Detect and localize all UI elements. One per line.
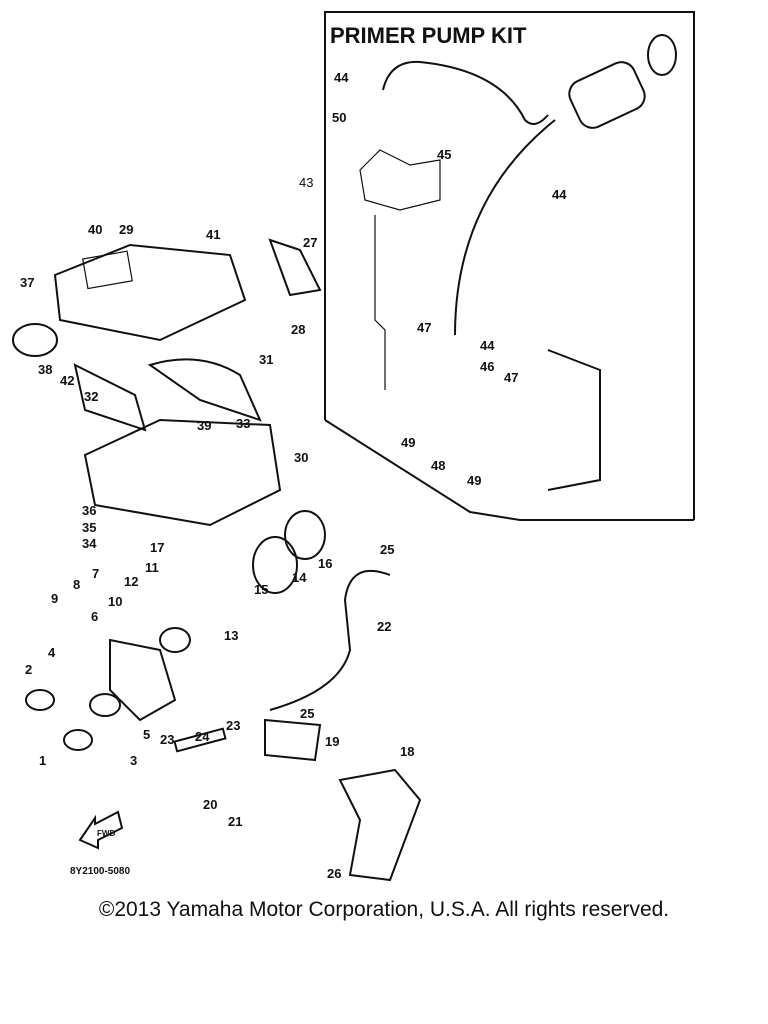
callout: 15 [254, 582, 268, 597]
callout: 49 [467, 473, 481, 488]
callout: 16 [318, 556, 332, 571]
callout: 44 [334, 70, 349, 85]
kit-box-outline [324, 11, 695, 520]
callout: 29 [119, 222, 133, 237]
callout: 19 [325, 734, 339, 749]
callout: 11 [145, 560, 159, 575]
callout: 25 [300, 706, 314, 721]
kit-box-bottom [324, 419, 694, 521]
callout: 23 [160, 732, 174, 747]
callout: 42 [60, 373, 74, 388]
callout: 48 [431, 458, 445, 473]
callout: 46 [480, 359, 494, 374]
callout: 2 [25, 662, 32, 677]
callout: 3 [130, 753, 137, 768]
primer-pump [359, 34, 677, 390]
callout: 22 [377, 619, 391, 634]
callout: 47 [504, 370, 518, 385]
callout: 8 [73, 577, 80, 592]
kit-box-notch [547, 349, 601, 491]
callout: 4 [48, 645, 56, 660]
callout: 43 [299, 175, 313, 190]
callout: 27 [303, 235, 317, 250]
callout: 7 [92, 566, 99, 581]
callout: 1 [39, 753, 46, 768]
callout: 33 [236, 416, 250, 431]
callout: 38 [38, 362, 52, 377]
callout: 32 [84, 389, 98, 404]
callout: 50 [332, 110, 346, 125]
callout: 21 [228, 814, 242, 829]
callout-labels: 44 50 45 44 43 47 44 46 47 49 48 49 40 2… [20, 70, 567, 881]
callout: 35 [82, 520, 96, 535]
callout: 12 [124, 574, 138, 589]
callout: 28 [291, 322, 305, 337]
callout: 39 [197, 418, 211, 433]
callout: 30 [294, 450, 308, 465]
callout: 17 [150, 540, 164, 555]
callout: 20 [203, 797, 217, 812]
callout: 44 [480, 338, 495, 353]
callout: 44 [552, 187, 567, 202]
callout: 45 [437, 147, 451, 162]
callout: 25 [380, 542, 394, 557]
fwd-arrow-icon: FWD [78, 810, 124, 850]
callout: 14 [292, 570, 307, 585]
callout: 36 [82, 503, 96, 518]
callout: 26 [327, 866, 341, 881]
lower-parts [25, 510, 422, 882]
callout: 6 [91, 609, 98, 624]
airbox [12, 238, 322, 527]
callout: 37 [20, 275, 34, 290]
svg-text:FWD: FWD [97, 829, 115, 838]
callout: 13 [224, 628, 238, 643]
copyright-notice: ©2013 Yamaha Motor Corporation, U.S.A. A… [98, 898, 670, 921]
callout: 41 [206, 227, 220, 242]
callout: 10 [108, 594, 122, 609]
callout: 40 [88, 222, 102, 237]
callout: 31 [259, 352, 273, 367]
callout: 47 [417, 320, 431, 335]
callout: 5 [143, 727, 150, 742]
callout: 18 [400, 744, 414, 759]
callout: 9 [51, 591, 58, 606]
kit-title: PRIMER PUMP KIT [330, 23, 527, 48]
callout: 34 [82, 536, 97, 551]
callout: 24 [195, 729, 210, 744]
diagram-code: 8Y2100-5080 [70, 866, 130, 877]
callout: 23 [226, 718, 240, 733]
callout: 49 [401, 435, 415, 450]
